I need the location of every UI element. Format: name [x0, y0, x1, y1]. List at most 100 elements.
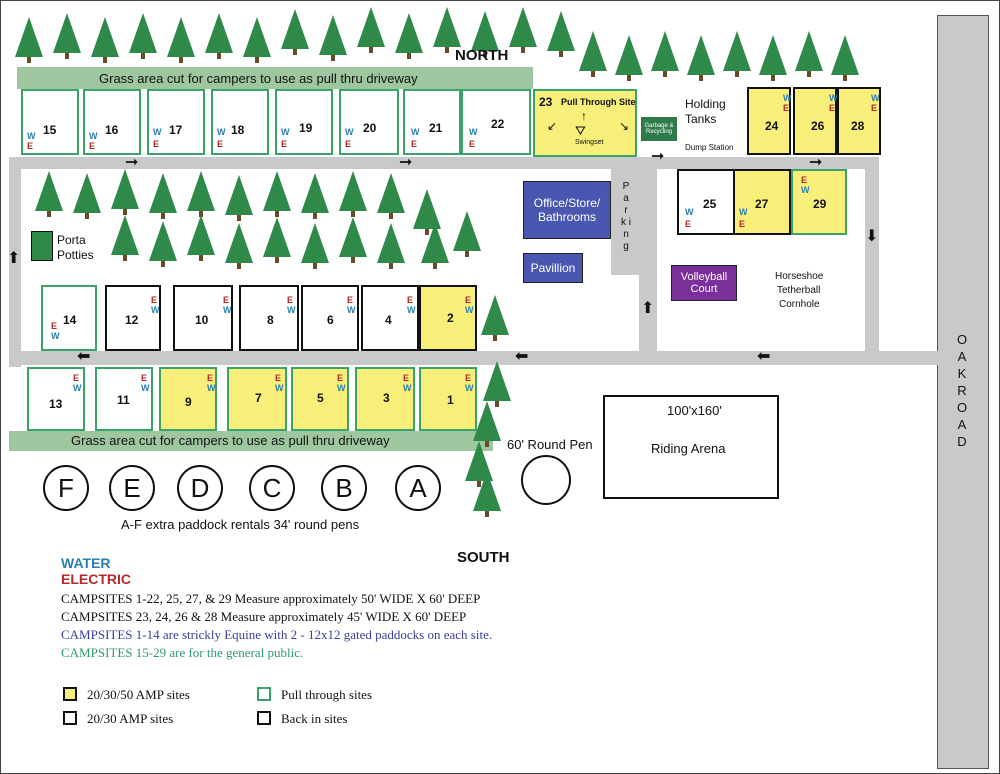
- campsite-27[interactable]: 27 W E: [733, 169, 791, 235]
- water-marker: W: [465, 305, 474, 315]
- water-marker: W: [403, 383, 412, 393]
- site-number: 29: [813, 197, 827, 211]
- campsite-29[interactable]: 29 E W: [791, 169, 847, 235]
- water-marker: W: [801, 185, 810, 195]
- electric-marker: E: [281, 139, 288, 149]
- center-road: [639, 157, 657, 357]
- site-number: 14: [63, 313, 77, 327]
- paddock-e[interactable]: E: [109, 465, 155, 511]
- campsite-18[interactable]: 18 W E: [211, 89, 269, 155]
- electric-marker: E: [275, 373, 282, 383]
- campsite-9[interactable]: 9 E W: [159, 367, 217, 431]
- electric-marker: E: [337, 373, 344, 383]
- campsite-22[interactable]: 22 W E: [461, 89, 531, 155]
- site-number: 7: [255, 391, 262, 405]
- site-number: 6: [327, 313, 334, 327]
- campsite-26[interactable]: 26 W E: [793, 87, 838, 155]
- site-number: 27: [755, 197, 769, 211]
- tree-icon: [149, 173, 177, 219]
- office-store-bathrooms[interactable]: Office/Store/ Bathrooms: [523, 181, 611, 239]
- campsite-1[interactable]: 1 E W: [419, 367, 477, 431]
- campsite-28[interactable]: 28 W E: [837, 87, 881, 155]
- campsite-17[interactable]: 17 W E: [147, 89, 205, 155]
- water-marker: W: [141, 383, 150, 393]
- campsite-7[interactable]: 7 E W: [227, 367, 287, 431]
- campsite-3[interactable]: 3 E W: [355, 367, 415, 431]
- round-pen[interactable]: [521, 455, 571, 505]
- paddock-c[interactable]: C: [249, 465, 295, 511]
- south-label: SOUTH: [457, 549, 510, 566]
- pavillion-label: Pavillion: [530, 261, 576, 275]
- arrow-icon: ↑: [581, 109, 587, 123]
- volleyball-court[interactable]: Volleyball Court: [671, 265, 737, 301]
- dump-station-label: Dump Station: [685, 143, 734, 152]
- electric-marker: E: [783, 103, 790, 113]
- tree-icon: [579, 31, 607, 77]
- arena-name: Riding Arena: [651, 441, 726, 456]
- campsite-24[interactable]: 24 W E: [747, 87, 792, 155]
- west-road: [9, 157, 21, 367]
- site-number: 1: [447, 393, 454, 407]
- tree-icon: [481, 295, 509, 341]
- campsite-25[interactable]: 25 W E: [677, 169, 735, 235]
- water-marker: W: [153, 127, 162, 137]
- electric-marker: E: [89, 141, 96, 151]
- oak-road-label: O A K R O A D: [956, 332, 968, 449]
- campsite-2[interactable]: 2 E W: [419, 285, 477, 351]
- campsite-21[interactable]: 21 W E: [403, 89, 461, 155]
- electric-marker: E: [73, 373, 80, 383]
- campsite-16[interactable]: 16 W E: [83, 89, 141, 155]
- electric-marker: E: [287, 295, 294, 305]
- campsite-13[interactable]: 13 E W: [27, 367, 85, 431]
- paddock-b[interactable]: B: [321, 465, 367, 511]
- site-number: 3: [383, 391, 390, 405]
- legend-line-4: CAMPSITES 15-29 are for the general publ…: [61, 645, 304, 660]
- campsite-4[interactable]: 4 E W: [361, 285, 419, 351]
- arrow-up-icon: ⬆: [641, 300, 655, 317]
- campsite-20[interactable]: 20 W E: [339, 89, 399, 155]
- electric-marker: E: [403, 373, 410, 383]
- electric-marker: E: [217, 139, 224, 149]
- tree-icon: [433, 7, 461, 53]
- site-number: 13: [49, 397, 63, 411]
- paddock-a[interactable]: A: [395, 465, 441, 511]
- tree-icon: [483, 361, 511, 407]
- legend-amp50: 20/30/50 AMP sites: [87, 687, 190, 702]
- electric-marker: E: [27, 141, 34, 151]
- campsite-15[interactable]: 15 W E: [21, 89, 79, 155]
- campsite-6[interactable]: 6 E W: [301, 285, 359, 351]
- electric-marker: E: [153, 139, 160, 149]
- pavillion[interactable]: Pavillion: [523, 253, 583, 283]
- tree-icon: [167, 17, 195, 63]
- campsite-12[interactable]: 12 E W: [105, 285, 161, 351]
- paddock-d[interactable]: D: [177, 465, 223, 511]
- campsite-23[interactable]: 23 Pull Through Site ⛛ Swingset ↙ ↘ ↑: [533, 89, 637, 157]
- campsite-11[interactable]: 11 E W: [95, 367, 153, 431]
- legend-line-2: CAMPSITES 23, 24, 26 & 28 Measure approx…: [61, 609, 467, 624]
- campsite-5[interactable]: 5 E W: [291, 367, 349, 431]
- water-marker: W: [829, 93, 838, 103]
- electric-marker: E: [801, 175, 808, 185]
- campsite-14[interactable]: 14 E W: [41, 285, 97, 351]
- tree-icon: [225, 223, 253, 269]
- paddocks-note: A-F extra paddock rentals 34' round pens: [121, 517, 360, 532]
- oak-road: [937, 15, 989, 769]
- paddock-f[interactable]: F: [43, 465, 89, 511]
- campsite-19[interactable]: 19 W E: [275, 89, 333, 155]
- tree-icon: [473, 471, 501, 517]
- porta-potties-label: Porta Potties: [57, 233, 94, 262]
- tree-icon: [111, 215, 139, 261]
- site-number: 19: [299, 121, 313, 135]
- riding-arena[interactable]: 100'x160' Riding Arena: [603, 395, 779, 499]
- tree-icon: [547, 11, 575, 57]
- arrow-up-icon: ⬆: [7, 250, 21, 267]
- tree-icon: [723, 31, 751, 77]
- tree-icon: [319, 15, 347, 61]
- tree-icon: [187, 171, 215, 217]
- tree-icon: [301, 173, 329, 219]
- grass-area-bottom: [9, 431, 493, 451]
- tree-icon: [395, 13, 423, 59]
- electric-marker: E: [739, 219, 746, 229]
- campsite-8[interactable]: 8 E W: [239, 285, 299, 351]
- campsite-10[interactable]: 10 E W: [173, 285, 233, 351]
